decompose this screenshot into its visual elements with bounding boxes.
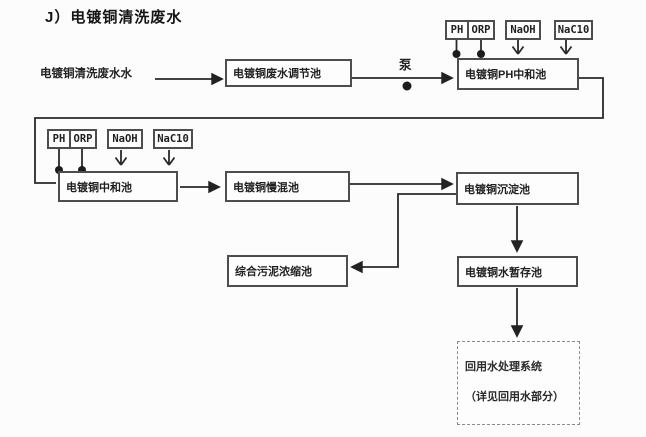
dosing-box-naclo-left: NaC10 bbox=[153, 129, 193, 149]
box-water-storage-tank: 电镀铜水暂存池 bbox=[457, 256, 578, 287]
arrow-naoh-feed-left bbox=[114, 150, 128, 166]
pump-label: 泵 bbox=[399, 58, 412, 72]
reuse-system-label: 回用水处理系统 bbox=[465, 361, 542, 373]
pump-dot bbox=[402, 81, 412, 91]
dosing-box-naclo-top: NaC10 bbox=[554, 20, 593, 40]
box-sediment-tank: 电镀铜沉淀池 bbox=[456, 172, 579, 205]
dosing-box-ph-top: PH bbox=[445, 20, 469, 40]
box-adjust-tank: 电镀铜废水调节池 bbox=[225, 59, 352, 87]
box-slow-mix-tank: 电镀铜慢混池 bbox=[225, 171, 350, 202]
box-ph-neutralize-tank: 电镀铜PH中和池 bbox=[457, 58, 579, 90]
arrow-naclo-feed-top bbox=[559, 40, 573, 55]
box-sludge-thicken-tank: 综合污泥浓缩池 bbox=[227, 255, 348, 287]
dosing-box-orp-left: ORP bbox=[69, 129, 97, 149]
arrow-naclo-feed-left bbox=[162, 150, 176, 166]
dosing-box-orp-top: ORP bbox=[467, 20, 495, 40]
arrow-naoh-feed-top bbox=[511, 40, 525, 55]
arrow-sediment-to-sludge-thicken bbox=[350, 193, 456, 274]
dosing-box-naoh-top: NaOH bbox=[505, 20, 541, 40]
junction-dot bbox=[452, 50, 461, 58]
dosing-box-ph-left: PH bbox=[47, 129, 71, 149]
source-stream-label: 电镀铜清洗废水水 bbox=[40, 68, 132, 80]
box-neutralize-tank: 电镀铜中和池 bbox=[58, 171, 178, 202]
reuse-system-note: （详见回用水部分） bbox=[465, 391, 564, 403]
box-reuse-water-system: 回用水处理系统 （详见回用水部分） bbox=[457, 341, 580, 425]
junction-dot bbox=[477, 50, 485, 58]
page-title: J）电镀铜清洗废水 bbox=[45, 9, 183, 26]
dosing-box-naoh-left: NaOH bbox=[107, 129, 143, 149]
